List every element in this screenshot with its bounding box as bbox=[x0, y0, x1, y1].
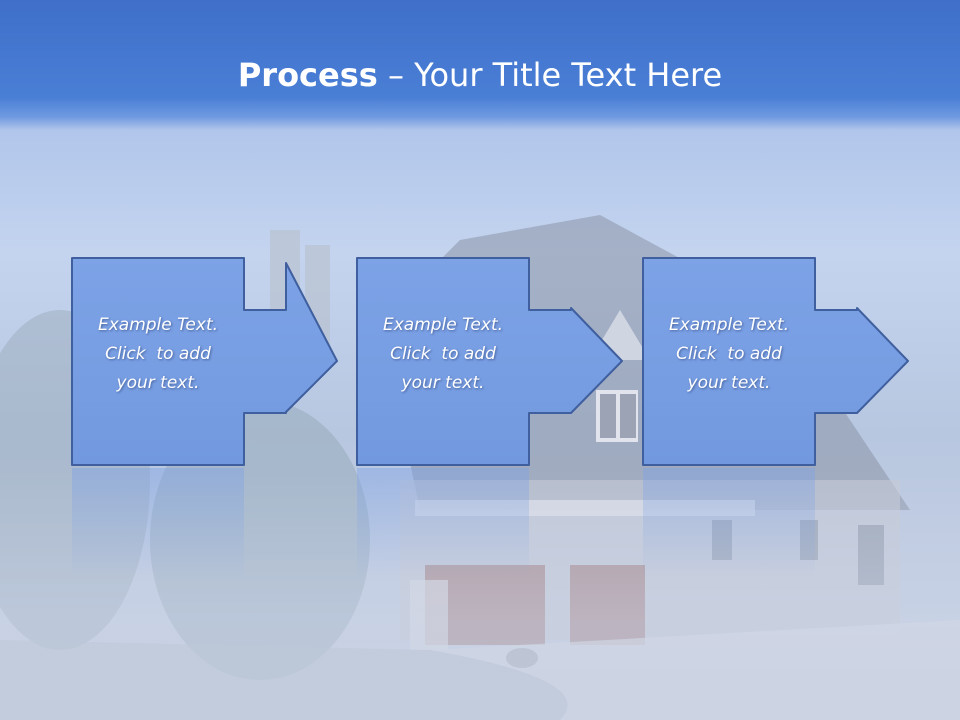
process-step-1[interactable] bbox=[71, 257, 338, 466]
step-1-shape[interactable] bbox=[71, 257, 338, 466]
step-1-text[interactable]: Example Text. Click to add your text. bbox=[72, 311, 244, 398]
step-3-line-1: Example Text. bbox=[668, 315, 790, 335]
process-step-2[interactable] bbox=[356, 257, 623, 466]
title-bold: Process bbox=[237, 56, 378, 94]
step-2-line-2: Click to add bbox=[390, 344, 496, 364]
step-3-shape[interactable] bbox=[642, 257, 909, 466]
slide-title[interactable]: Process – Your Title Text Here bbox=[0, 55, 960, 95]
title-band bbox=[0, 0, 960, 130]
reflections bbox=[72, 468, 815, 578]
step-3-text[interactable]: Example Text. Click to add your text. bbox=[643, 311, 815, 398]
step-1-line-2: Click to add bbox=[105, 344, 211, 364]
title-rest: – Your Title Text Here bbox=[377, 56, 723, 94]
step-3-line-3: your text. bbox=[687, 373, 771, 393]
process-step-3[interactable] bbox=[642, 257, 909, 466]
step-1-line-3: your text. bbox=[116, 373, 200, 393]
step-2-text[interactable]: Example Text. Click to add your text. bbox=[357, 311, 529, 398]
step-1-line-1: Example Text. bbox=[97, 315, 219, 335]
step-2-line-1: Example Text. bbox=[382, 315, 504, 335]
step-2-shape[interactable] bbox=[356, 257, 623, 466]
step-3-line-2: Click to add bbox=[676, 344, 782, 364]
step-2-line-3: your text. bbox=[401, 373, 485, 393]
